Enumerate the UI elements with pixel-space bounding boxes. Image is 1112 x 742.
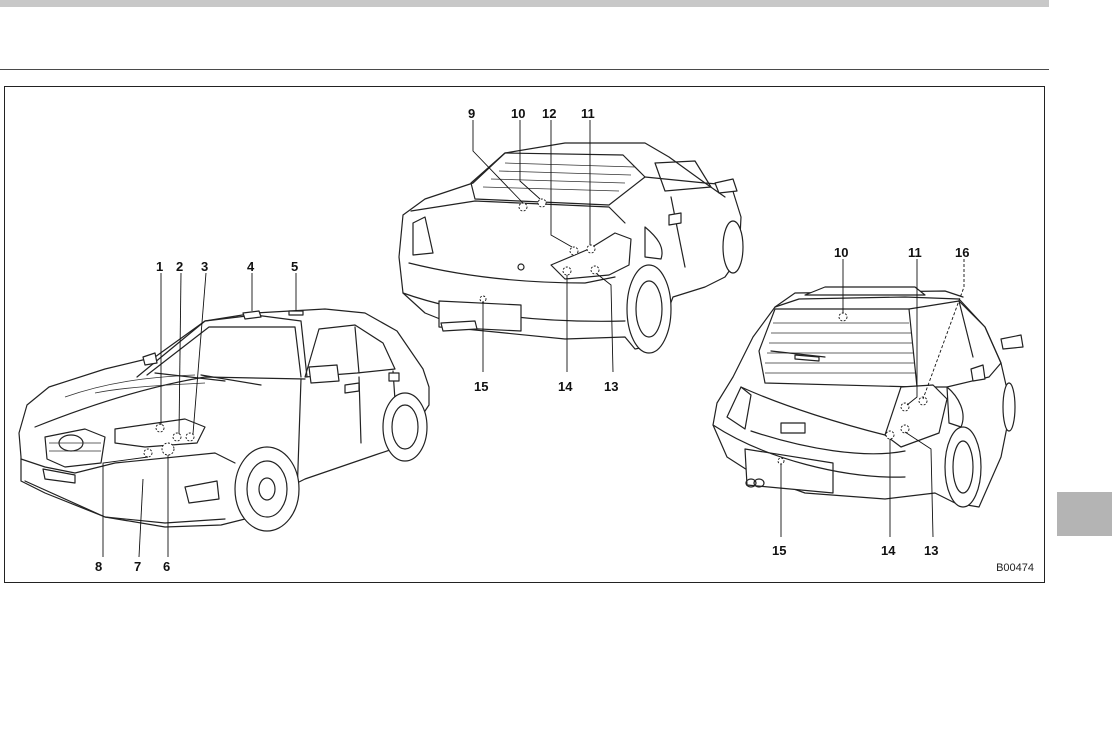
callout-sedan-13: 13 <box>604 379 618 394</box>
rear-sedan-drawing <box>398 142 744 354</box>
callout-wagon-11: 11 <box>908 245 922 260</box>
sedan-callouts: 9 10 12 11 15 14 13 <box>468 106 618 394</box>
callout-sedan-15: 15 <box>474 379 488 394</box>
callout-front-3: 3 <box>201 259 208 274</box>
callout-front-6: 6 <box>163 559 170 574</box>
callout-wagon-14: 14 <box>881 543 896 558</box>
callout-front-4: 4 <box>247 259 255 274</box>
front-leader-lines <box>102 272 297 558</box>
vehicle-illustration: 1 2 3 4 5 6 7 8 9 10 12 11 15 14 13 10 1… <box>18 106 1024 574</box>
callout-wagon-13: 13 <box>924 543 938 558</box>
front-sedan-drawing <box>18 308 430 532</box>
wagon-callouts: 10 11 16 15 14 13 <box>772 245 969 558</box>
callout-front-8: 8 <box>95 559 102 574</box>
callout-front-7: 7 <box>134 559 141 574</box>
figure-code: B00474 <box>996 562 1034 574</box>
callout-front-5: 5 <box>291 259 298 274</box>
callout-sedan-14: 14 <box>558 379 573 394</box>
callout-sedan-12: 12 <box>542 106 556 121</box>
front-callouts: 1 2 3 4 5 6 7 8 <box>95 259 298 574</box>
header-rule <box>0 69 1049 70</box>
chapter-side-tab <box>1057 492 1112 536</box>
callout-sedan-10: 10 <box>511 106 525 121</box>
callout-sedan-9: 9 <box>468 106 475 121</box>
wagon-leader-lines <box>780 259 965 538</box>
callout-wagon-15: 15 <box>772 543 786 558</box>
callout-front-1: 1 <box>156 259 163 274</box>
vehicle-lights-figure: 1 2 3 4 5 6 7 8 9 10 12 11 15 14 13 10 1… <box>4 86 1045 583</box>
callout-wagon-16: 16 <box>955 245 969 260</box>
rear-wagon-drawing <box>712 286 1024 508</box>
sedan-leader-lines <box>472 120 614 373</box>
callout-front-2: 2 <box>176 259 183 274</box>
callout-sedan-11: 11 <box>581 106 595 121</box>
callout-wagon-10: 10 <box>834 245 848 260</box>
top-gray-band <box>0 0 1049 7</box>
